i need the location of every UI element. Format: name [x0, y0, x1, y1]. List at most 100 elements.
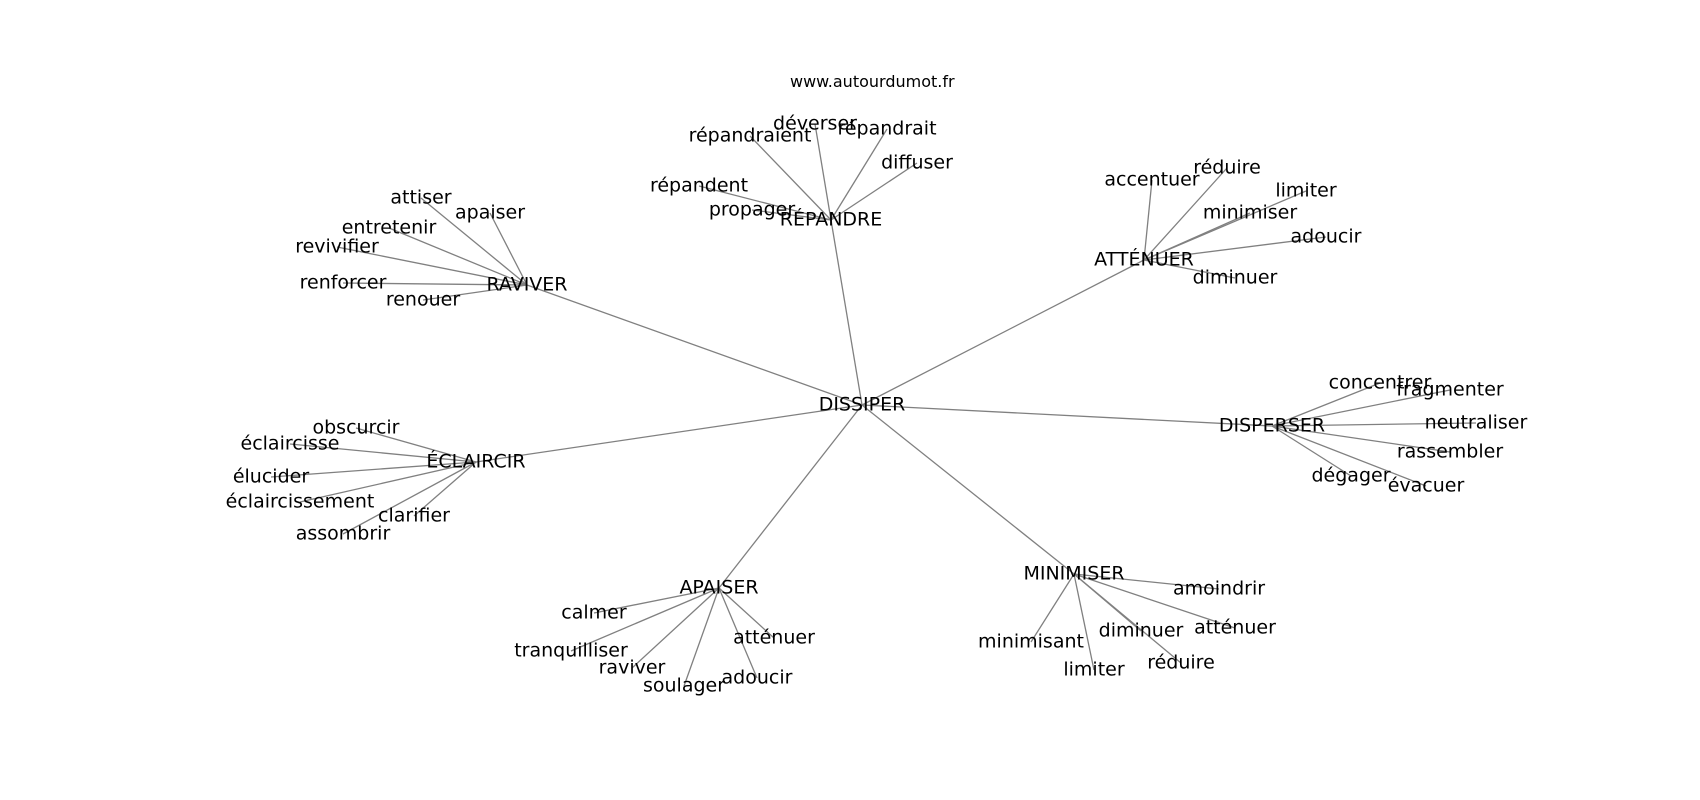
- edge-hub-leaf: [1143, 179, 1153, 261]
- edge-hub-leaf: [420, 197, 528, 286]
- edge-hub-leaf: [718, 587, 775, 639]
- hub-node-label[interactable]: RAVIVER: [486, 274, 567, 296]
- edge-hub-leaf: [570, 587, 720, 652]
- edge-hub-leaf: [631, 587, 720, 669]
- edge-hub-leaf: [1271, 422, 1477, 427]
- edge-hub-leaf: [1271, 425, 1427, 487]
- edge-hub-leaf: [830, 128, 888, 221]
- leaf-node-label[interactable]: raviver: [599, 657, 666, 679]
- center-node-label[interactable]: DISSIPER: [819, 394, 906, 416]
- leaf-node-label[interactable]: limiter: [1275, 180, 1336, 202]
- edge-hub-leaf: [1271, 382, 1381, 427]
- leaf-node-label[interactable]: calmer: [561, 602, 627, 624]
- hub-node-label[interactable]: RÉPANDRE: [780, 208, 883, 231]
- edge-center-hub: [830, 219, 863, 406]
- leaf-node-label[interactable]: renouer: [386, 289, 460, 311]
- edge-hub-leaf: [1271, 389, 1451, 427]
- leaf-node-label[interactable]: apaiser: [455, 202, 525, 224]
- edge-hub-leaf: [830, 162, 918, 221]
- edge-hub-leaf: [1143, 259, 1236, 279]
- leaf-node-label[interactable]: accentuer: [1104, 169, 1199, 191]
- edge-hub-leaf: [299, 461, 477, 503]
- hub-node-label[interactable]: DISPERSER: [1219, 415, 1325, 437]
- edge-hub-leaf: [388, 227, 528, 286]
- edge-hub-leaf: [355, 427, 477, 463]
- leaf-node-label[interactable]: propager: [709, 199, 796, 221]
- source-label: www.autourdumot.fr: [790, 72, 955, 91]
- leaf-node-label[interactable]: déverser: [773, 113, 857, 135]
- leaf-node-label[interactable]: revivifier: [295, 236, 379, 258]
- edge-hub-leaf: [1073, 573, 1182, 664]
- leaf-node-label[interactable]: diminuer: [1099, 620, 1184, 642]
- leaf-node-label[interactable]: attiser: [390, 187, 451, 209]
- edge-hub-leaf: [1271, 425, 1352, 477]
- leaf-node-label[interactable]: assombrir: [296, 523, 391, 545]
- leaf-node-label[interactable]: tranquilliser: [514, 640, 628, 662]
- edge-center-hub: [526, 284, 863, 406]
- leaf-node-label[interactable]: élucider: [233, 466, 309, 488]
- leaf-node-label[interactable]: minimiser: [1203, 202, 1297, 224]
- edge-center-hub: [861, 259, 1145, 406]
- edge-center-hub: [861, 404, 1273, 427]
- leaf-node-label[interactable]: adoucir: [1291, 226, 1362, 248]
- leaf-node-label[interactable]: évacuer: [1388, 475, 1465, 497]
- edge-hub-leaf: [718, 587, 758, 679]
- edge-hub-leaf: [270, 461, 477, 478]
- hub-node-label[interactable]: ÉCLAIRCIR: [426, 450, 525, 473]
- edge-hub-leaf: [1073, 573, 1236, 629]
- graph-edges: [270, 123, 1477, 687]
- hub-node-label[interactable]: APAISER: [679, 577, 758, 599]
- edge-hub-leaf: [1143, 212, 1251, 261]
- edge-hub-leaf: [489, 212, 528, 286]
- leaf-node-label[interactable]: répandraient: [689, 125, 812, 147]
- leaf-node-label[interactable]: minimisant: [978, 631, 1084, 653]
- edge-hub-leaf: [1143, 236, 1327, 261]
- leaf-node-label[interactable]: diffuser: [881, 152, 953, 174]
- leaf-node-label[interactable]: renforcer: [300, 272, 387, 294]
- edge-hub-leaf: [1030, 573, 1075, 643]
- edge-hub-leaf: [413, 461, 477, 517]
- leaf-node-label[interactable]: limiter: [1063, 659, 1124, 681]
- edge-center-hub: [475, 404, 863, 463]
- edge-hub-leaf: [1073, 573, 1095, 671]
- edge-hub-leaf: [698, 185, 832, 221]
- leaf-node-label[interactable]: atténuer: [733, 627, 815, 649]
- leaf-node-label[interactable]: fragmenter: [1396, 379, 1504, 401]
- leaf-node-label[interactable]: clarifier: [378, 505, 450, 527]
- edge-center-hub: [718, 404, 863, 589]
- edge-hub-leaf: [336, 246, 528, 286]
- leaf-node-label[interactable]: neutraliser: [1425, 412, 1528, 434]
- edge-hub-leaf: [289, 443, 477, 463]
- edge-hub-leaf: [683, 587, 720, 687]
- leaf-node-label[interactable]: atténuer: [1194, 617, 1276, 639]
- edge-hub-leaf: [342, 461, 477, 535]
- leaf-node-label[interactable]: réduire: [1193, 157, 1261, 179]
- leaf-node-label[interactable]: répandent: [650, 175, 748, 197]
- leaf-node-label[interactable]: amoindrir: [1173, 578, 1265, 600]
- edge-hub-leaf: [593, 587, 720, 614]
- leaf-node-label[interactable]: dégager: [1311, 465, 1390, 487]
- edge-center-hub: [861, 404, 1075, 575]
- edge-hub-leaf: [1073, 573, 1220, 590]
- leaf-node-label[interactable]: entretenir: [342, 217, 437, 239]
- edge-hub-leaf: [1143, 167, 1228, 261]
- leaf-node-label[interactable]: diminuer: [1193, 267, 1278, 289]
- edge-hub-leaf: [749, 135, 832, 221]
- leaf-node-label[interactable]: réduire: [1147, 652, 1215, 674]
- leaf-node-label[interactable]: éclaircissement: [226, 491, 375, 513]
- edge-hub-leaf: [751, 209, 832, 221]
- edge-hub-leaf: [342, 282, 528, 286]
- hub-node-label[interactable]: ATTÉNUER: [1094, 248, 1194, 271]
- leaf-node-label[interactable]: rassembler: [1397, 441, 1503, 463]
- leaf-node-label[interactable]: soulager: [643, 675, 725, 697]
- leaf-node-label[interactable]: adoucir: [722, 667, 793, 689]
- hub-node-label[interactable]: MINIMISER: [1023, 563, 1124, 585]
- leaf-node-label[interactable]: répandrait: [837, 118, 936, 140]
- leaf-node-label[interactable]: éclaircisse: [241, 433, 340, 455]
- leaf-node-label[interactable]: concentrer: [1329, 372, 1432, 394]
- edge-hub-leaf: [814, 123, 832, 221]
- edge-hub-leaf: [422, 284, 528, 301]
- leaf-node-label[interactable]: obscurcir: [312, 417, 399, 439]
